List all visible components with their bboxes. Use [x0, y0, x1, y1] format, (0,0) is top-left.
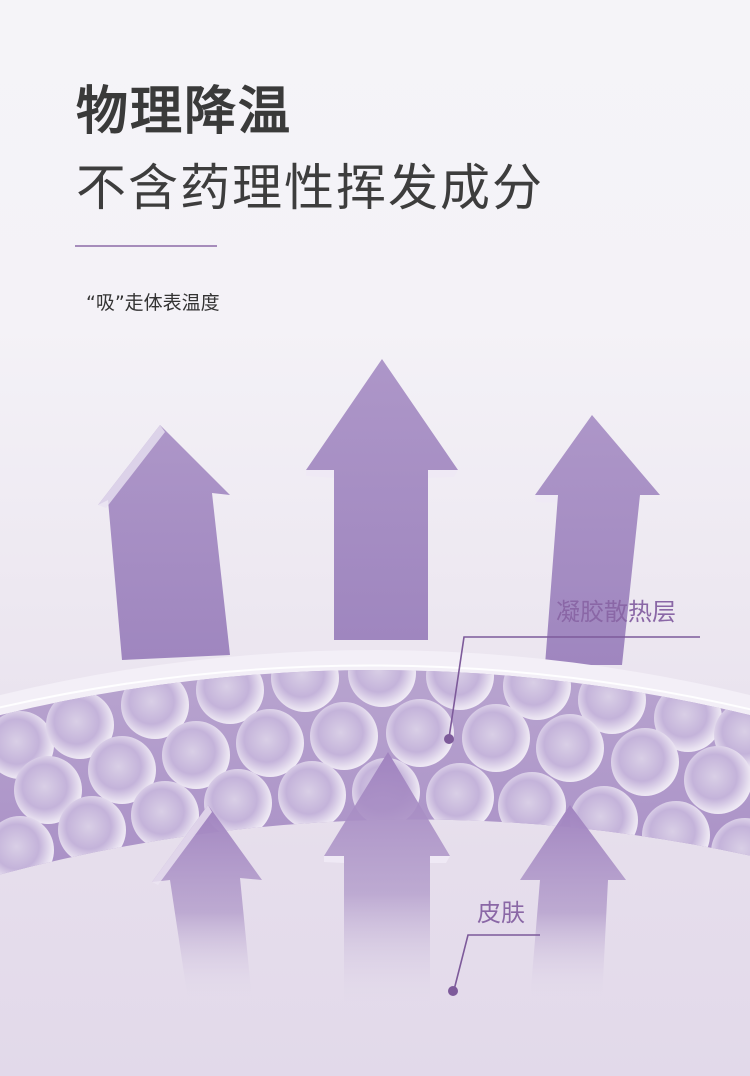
gel-bead-icon — [14, 699, 750, 824]
gel-layer-label: 凝胶散热层 — [556, 598, 676, 626]
gel-layer — [0, 670, 750, 880]
gel-layer-callout — [444, 636, 700, 744]
arrow-up-icon — [520, 805, 626, 1000]
skin-callout — [448, 934, 540, 996]
title-divider — [75, 245, 217, 247]
page-subtitle: 不含药理性挥发成分 — [76, 159, 544, 217]
arrow-up-icon — [535, 415, 660, 665]
feature-caption: “吸”走体表温度 — [86, 292, 220, 314]
callout-dot-icon — [448, 986, 458, 996]
arrow-up-icon — [324, 752, 450, 1010]
page-title: 物理降温 — [76, 82, 293, 142]
arrow-up-icon — [306, 359, 458, 640]
arrow-up-icon — [152, 805, 262, 1000]
arrow-up-icon — [98, 425, 230, 660]
callout-dot-icon — [444, 734, 454, 744]
skin-label: 皮肤 — [477, 899, 525, 927]
